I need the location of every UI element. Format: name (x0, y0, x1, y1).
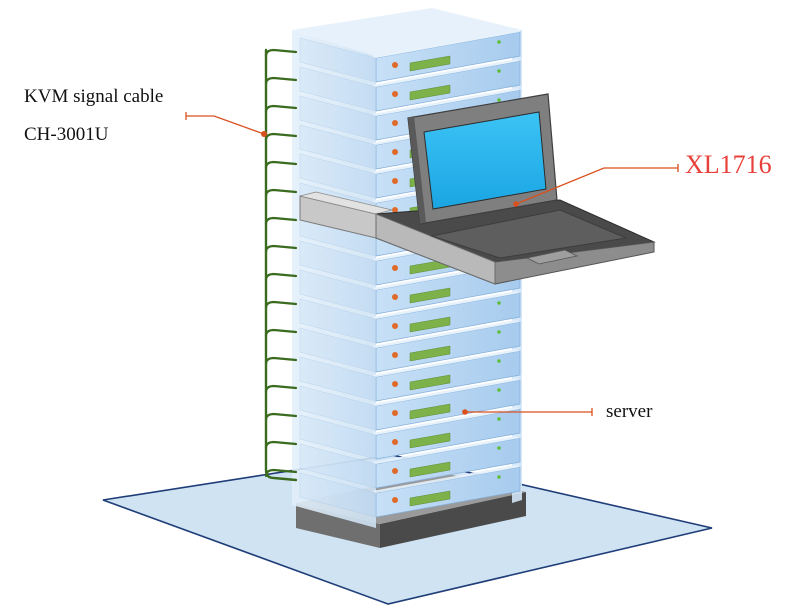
console-tray-edge (375, 213, 496, 285)
server-unit (299, 30, 521, 83)
server-status-icon (497, 359, 501, 363)
server-unit (299, 436, 521, 489)
cable-branch (264, 440, 298, 450)
cable-branch (264, 216, 298, 226)
cable-branch (264, 188, 298, 198)
server-display-panel (409, 55, 451, 72)
cable-branch (264, 104, 298, 114)
server-display-panel (409, 432, 451, 449)
server-led-icon (392, 439, 398, 445)
server-led-icon (392, 468, 398, 474)
server-status-icon (497, 446, 501, 450)
cable-callout-line (186, 115, 265, 135)
callout-lines (185, 112, 679, 416)
console-screen (423, 111, 547, 210)
server-status-icon (497, 40, 501, 44)
server-display-panel (409, 287, 451, 304)
server-led-icon (392, 178, 398, 184)
kvm-signal-cable-label: KVM signal cable (24, 86, 164, 107)
server-led-icon (392, 207, 398, 213)
server-unit (299, 59, 521, 112)
server-status-icon (497, 417, 501, 421)
server-led-icon (392, 323, 398, 329)
server-led-icon (392, 294, 398, 300)
cable-branch (264, 160, 298, 170)
cable-branch (264, 384, 298, 394)
cable-trunk (264, 48, 298, 482)
server-display-panel (409, 374, 451, 391)
kvm-console (299, 93, 656, 285)
server-unit (299, 320, 521, 373)
server-label: server (606, 401, 653, 422)
server-status-icon (497, 330, 501, 334)
cable-branch (264, 300, 298, 310)
cable-branch (264, 356, 298, 366)
server-status-icon (497, 69, 501, 73)
server-led-icon (392, 381, 398, 387)
cable-branch (264, 76, 298, 86)
server-display-panel (409, 84, 451, 101)
server-led-icon (392, 265, 398, 271)
server-led-icon (392, 149, 398, 155)
cable-branch (264, 244, 298, 254)
server-led-icon (392, 120, 398, 126)
server-unit (299, 465, 521, 518)
kvm-console-label: XL1716 (685, 150, 772, 179)
server-status-icon (497, 388, 501, 392)
server-display-panel (409, 461, 451, 478)
server-display-panel (409, 316, 451, 333)
cable-branch (264, 48, 298, 58)
server-unit (299, 291, 521, 344)
cable-branch (264, 412, 298, 422)
console-keyboard (430, 209, 628, 259)
server-led-icon (392, 497, 398, 503)
server-display-panel (409, 490, 451, 507)
server-status-icon (497, 98, 501, 102)
rack-top (292, 8, 522, 56)
cable-branch (264, 272, 298, 282)
server-led-icon (392, 410, 398, 416)
server-led-icon (392, 62, 398, 68)
server-led-icon (392, 91, 398, 97)
cable-branch (264, 132, 298, 142)
server-display-panel (409, 403, 451, 420)
rack-base-front (296, 503, 380, 548)
console-rail-left-top (299, 191, 393, 215)
console-touchpad (525, 249, 579, 265)
cable-model-label: CH-3001U (24, 124, 109, 145)
console-callout-line (515, 167, 678, 205)
server-status-icon (497, 301, 501, 305)
server-unit (299, 349, 521, 402)
server-status-icon (497, 475, 501, 479)
server-led-icon (392, 352, 398, 358)
server-display-panel (409, 345, 451, 362)
rack-glass-front (292, 30, 376, 528)
rack-base-side (380, 492, 526, 548)
console-monitor-lid-edge (408, 116, 426, 224)
server-unit (299, 407, 521, 460)
kvm-signal-cables (264, 48, 298, 482)
cable-branch (264, 328, 298, 338)
server-unit (299, 378, 521, 431)
